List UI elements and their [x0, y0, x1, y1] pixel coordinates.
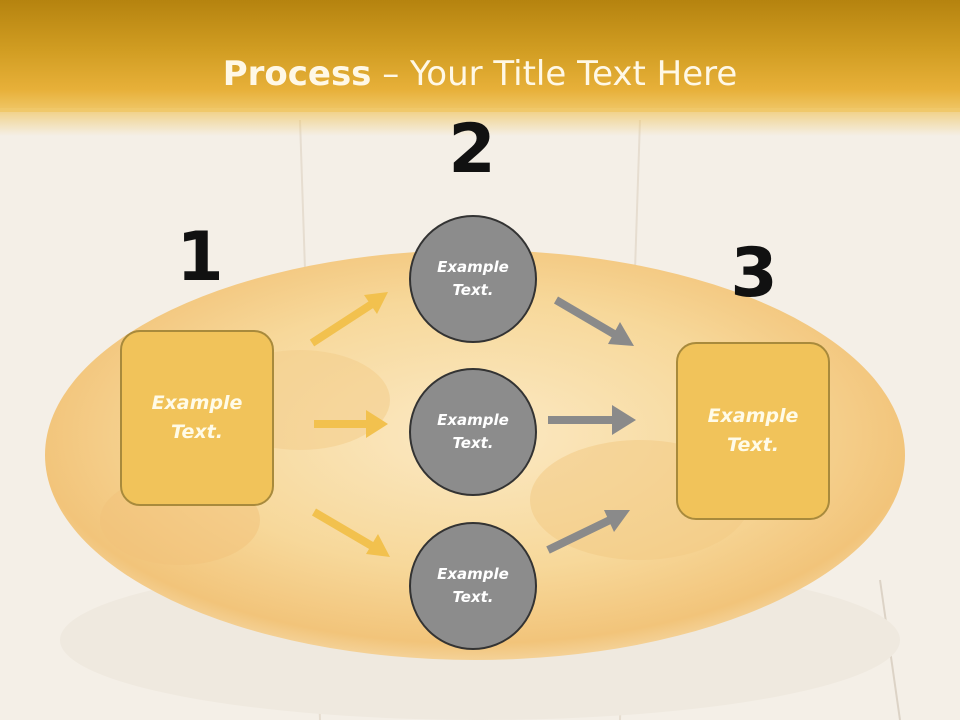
title-bar-fade [0, 108, 960, 136]
arrow-yellow-down [311, 508, 390, 557]
step-1-box: Example Text. [120, 330, 274, 506]
step-number-3: 3 [730, 234, 778, 313]
circle-bottom-text: Example Text. [437, 565, 509, 606]
arrow-gray-middle [548, 405, 636, 435]
step-number-2: 2 [448, 110, 496, 189]
circle-middle-text: Example Text. [437, 411, 509, 452]
arrow-yellow-middle [314, 410, 388, 438]
arrow-gray-down [553, 296, 634, 346]
slide-title: Process – Your Title Text Here [0, 50, 960, 98]
circle-top-text: Example Text. [437, 258, 509, 299]
step-2-circle-top: Example Text. [409, 215, 537, 343]
title-bold: Process [222, 54, 372, 94]
title-rest: – Your Title Text Here [371, 54, 738, 94]
step-2-circle-middle: Example Text. [409, 368, 537, 496]
step-1-box-text: Example Text. [151, 392, 243, 443]
step-3-box-text: Example Text. [707, 405, 799, 456]
arrow-gray-up [546, 510, 630, 554]
step-number-1: 1 [176, 218, 224, 297]
step-3-box: Example Text. [676, 342, 830, 520]
title-bar [0, 0, 960, 112]
step-2-circle-bottom: Example Text. [409, 522, 537, 650]
arrow-yellow-up [309, 292, 388, 347]
